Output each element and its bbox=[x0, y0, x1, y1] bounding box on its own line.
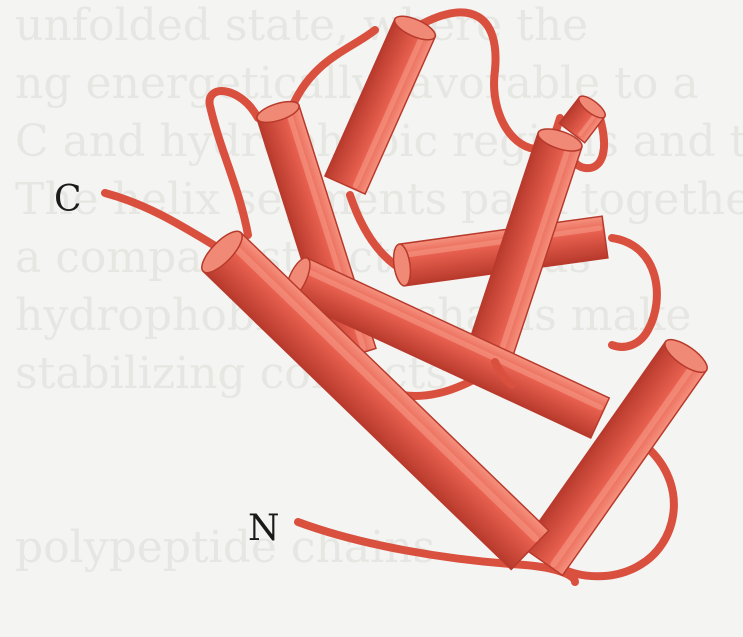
ghost-text-line: unfolded state, where the bbox=[15, 0, 588, 51]
ghost-text-line: ng energetically favorable to a bbox=[15, 58, 699, 109]
n-terminus-label: N bbox=[248, 511, 280, 547]
c-terminus-label: C bbox=[54, 182, 82, 218]
